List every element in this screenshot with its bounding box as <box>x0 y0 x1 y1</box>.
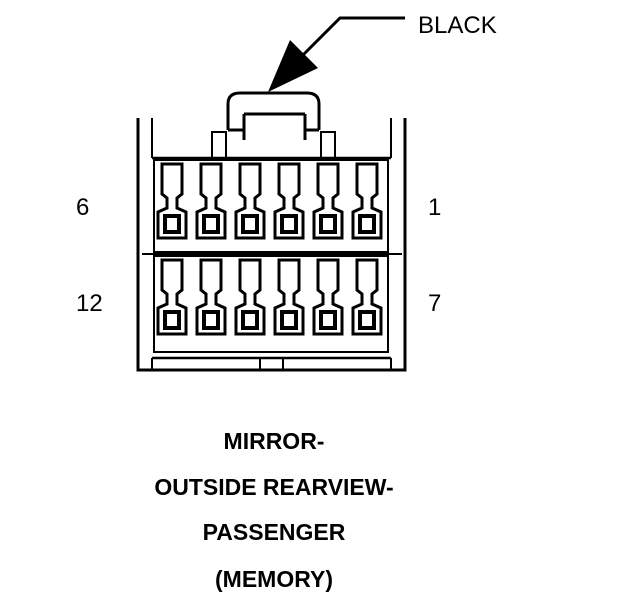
terminal-contact <box>358 310 376 330</box>
caption-line-1: MIRROR- <box>223 428 325 454</box>
terminal-cavity <box>312 162 344 240</box>
terminal-group <box>156 162 383 336</box>
leader-line <box>301 16 405 57</box>
terminal-cavity <box>351 258 383 336</box>
pin-label-6: 6 <box>76 194 90 221</box>
terminal-contact <box>241 310 259 330</box>
terminal-contact <box>358 214 376 234</box>
terminal-contact <box>202 310 220 330</box>
terminal-contact <box>280 310 298 330</box>
terminal-cavity <box>273 258 305 336</box>
terminal-cavity <box>195 162 227 240</box>
pin-label-7: 7 <box>428 290 442 317</box>
connector-housing <box>136 118 407 372</box>
terminal-cavity <box>156 258 188 336</box>
terminal-cavity <box>234 258 266 336</box>
terminal-contact <box>280 214 298 234</box>
pin-label-1: 1 <box>428 194 442 221</box>
caption-line-3: PASSENGER <box>202 519 346 545</box>
terminal-contact <box>202 214 220 234</box>
terminal-cavity <box>312 258 344 336</box>
pin-label-12: 12 <box>76 290 103 317</box>
terminal-contact <box>319 214 337 234</box>
terminal-cavity <box>195 258 227 336</box>
connector-color-label: BLACK <box>418 12 497 39</box>
terminal-contact <box>241 214 259 234</box>
terminal-cavity <box>234 162 266 240</box>
leader-arrowhead <box>268 40 318 92</box>
terminal-cavity <box>351 162 383 240</box>
terminal-contact <box>319 310 337 330</box>
caption-line-4: (MEMORY) <box>215 566 333 592</box>
terminal-cavity <box>156 162 188 240</box>
color-leader <box>268 16 405 92</box>
caption-line-2: OUTSIDE REARVIEW- <box>154 474 394 500</box>
terminal-cavity <box>273 162 305 240</box>
terminal-contact <box>163 310 181 330</box>
connector-latch <box>211 91 336 159</box>
terminal-contact <box>163 214 181 234</box>
